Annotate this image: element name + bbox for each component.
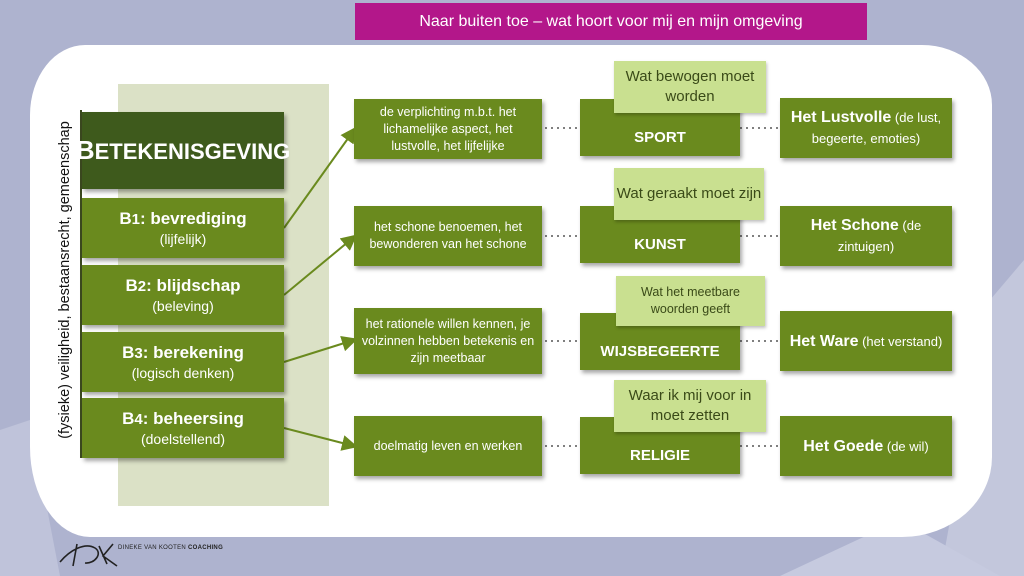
arrow-b1 [283,126,357,229]
level-b3: B3: berekening (logisch denken) [82,332,284,392]
value-ware: Het Ware (het verstand) [780,311,952,371]
description-3: het rationele willen kennen, je volzinne… [354,308,542,374]
value-goede: Het Goede (de wil) [780,416,952,476]
label-inzetten: Waar ik mij voor in moet zetten [614,380,766,432]
description-1: de verplichting m.b.t. het lichamelijke … [354,99,542,159]
value-schone: Het Schone (de zintuigen) [780,206,952,266]
logo-signature [59,543,118,567]
value-lustvolle: Het Lustvolle (de lust, begeerte, emotie… [780,98,952,158]
label-geraakt: Wat geraakt moet zijn [614,168,764,220]
vertical-divider [80,110,82,458]
logo-text: DINEKE VAN KOOTEN COACHING [118,545,224,551]
arrow-b4 [283,427,358,451]
description-2: het schone benoemen, het bewonderen van … [354,206,542,266]
arrow-b3 [283,335,358,363]
level-b4: B4: beheersing (doelstellend) [82,398,284,458]
label-meetbare: Wat het meetbare woorden geeft [616,276,765,326]
heading-betekenisgeving: BETEKENISGEVING [76,112,290,189]
page-title: Naar buiten toe – wat hoort voor mij en … [355,3,867,40]
description-4: doelmatig leven en werken [354,416,542,476]
level-b2: B2: blijdschap (beleving) [82,265,284,325]
arrow-b2 [283,234,358,296]
label-bewogen: Wat bewogen moet worden [614,61,766,113]
level-b1: B1: bevrediging (lijfelijk) [82,198,284,258]
